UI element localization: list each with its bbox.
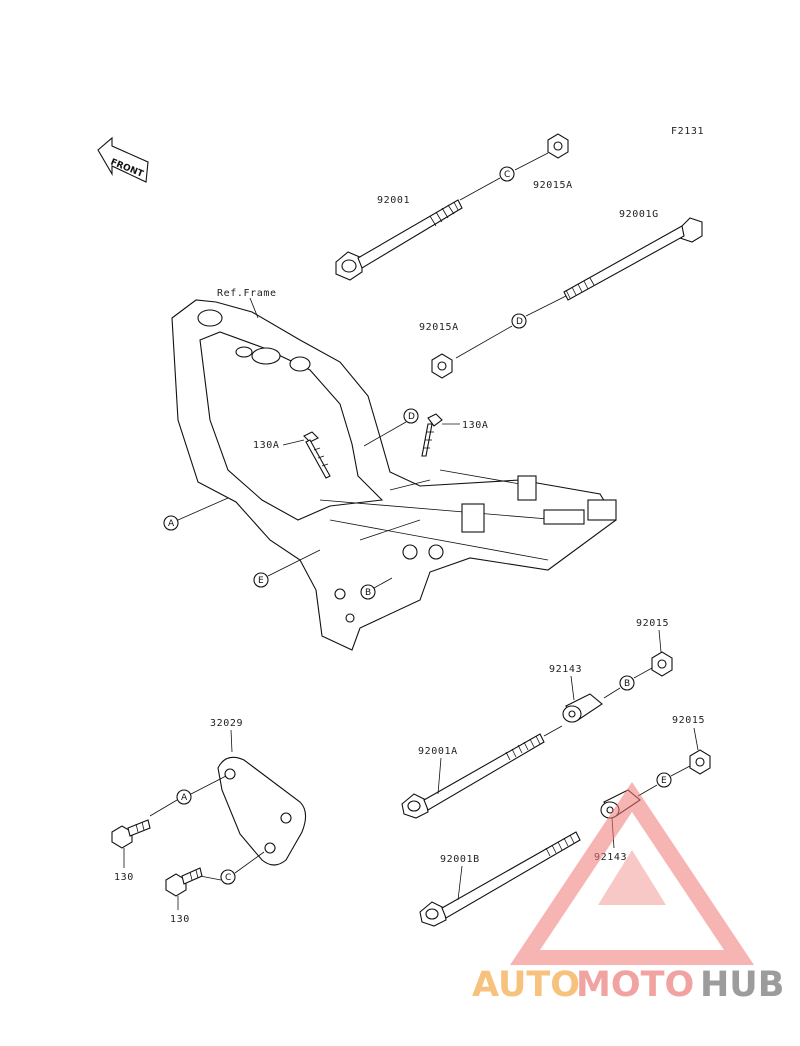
nut-92015-lower xyxy=(689,749,711,775)
callout-d-frame xyxy=(403,408,419,424)
svg-text:E: E xyxy=(258,576,264,586)
svg-text:C: C xyxy=(225,873,231,883)
bolt-92001b xyxy=(419,831,581,927)
label-130-lower: 130 xyxy=(170,914,190,925)
svg-text:B: B xyxy=(365,588,371,598)
svg-text:B: B xyxy=(624,679,630,689)
callout-a-bracket xyxy=(176,789,192,805)
spacer-92143-upper xyxy=(562,693,603,723)
figure-code: F2131 xyxy=(671,126,704,137)
callout-c-bracket xyxy=(220,869,236,885)
label-130a-left: 130A xyxy=(253,440,279,451)
label-92015a-mid: 92015A xyxy=(419,322,459,333)
callout-e-frame xyxy=(253,572,269,588)
callout-b-right xyxy=(619,675,635,691)
label-92001: 92001 xyxy=(377,195,410,206)
label-92015a-top: 92015A xyxy=(533,180,573,191)
label-92143-lower: 92143 xyxy=(594,852,627,863)
bolt-130-upper xyxy=(111,819,151,849)
callout-d-mid xyxy=(511,313,527,329)
bolt-92001g xyxy=(563,217,703,301)
motorcycle-frame xyxy=(171,299,617,651)
svg-text:D: D xyxy=(516,317,523,327)
callout-c-top xyxy=(499,166,515,182)
label-130-upper: 130 xyxy=(114,872,134,883)
svg-text:D: D xyxy=(408,412,415,422)
bracket-32029 xyxy=(217,756,307,866)
svg-text:E: E xyxy=(661,776,667,786)
nut-92015a-top xyxy=(547,133,569,159)
label-92015-upper: 92015 xyxy=(636,618,669,629)
label-92001b: 92001B xyxy=(440,854,480,865)
watermark-part1: AUTO xyxy=(472,965,580,1005)
svg-text:C: C xyxy=(504,170,510,180)
label-92001a: 92001A xyxy=(418,746,458,757)
label-92001g: 92001G xyxy=(619,209,659,220)
bolt-92001 xyxy=(335,199,463,281)
callout-a-frame xyxy=(163,515,179,531)
svg-text:A: A xyxy=(181,793,188,803)
label-92015-lower: 92015 xyxy=(672,715,705,726)
callout-b-frame xyxy=(360,584,376,600)
callout-e-right xyxy=(656,772,672,788)
label-130a-right: 130A xyxy=(462,420,488,431)
watermark-logo xyxy=(510,782,754,965)
bolt-92001a xyxy=(401,733,545,819)
watermark-text: AUTO MOTO HUB xyxy=(472,965,784,1005)
bolt-130a-right xyxy=(421,413,443,457)
label-92143-upper: 92143 xyxy=(549,664,582,675)
nut-92015-upper xyxy=(651,651,673,677)
svg-text:A: A xyxy=(168,519,175,529)
front-arrow-icon: FRONT xyxy=(97,136,149,183)
bolt-130-lower xyxy=(165,867,203,897)
watermark-part2: MOTO xyxy=(576,965,694,1005)
label-ref-frame: Ref.Frame xyxy=(217,288,277,299)
watermark-part3: HUB xyxy=(700,965,784,1005)
label-32029: 32029 xyxy=(210,718,243,729)
nut-92015a-mid xyxy=(431,353,453,379)
bolt-130a-left xyxy=(303,431,331,479)
